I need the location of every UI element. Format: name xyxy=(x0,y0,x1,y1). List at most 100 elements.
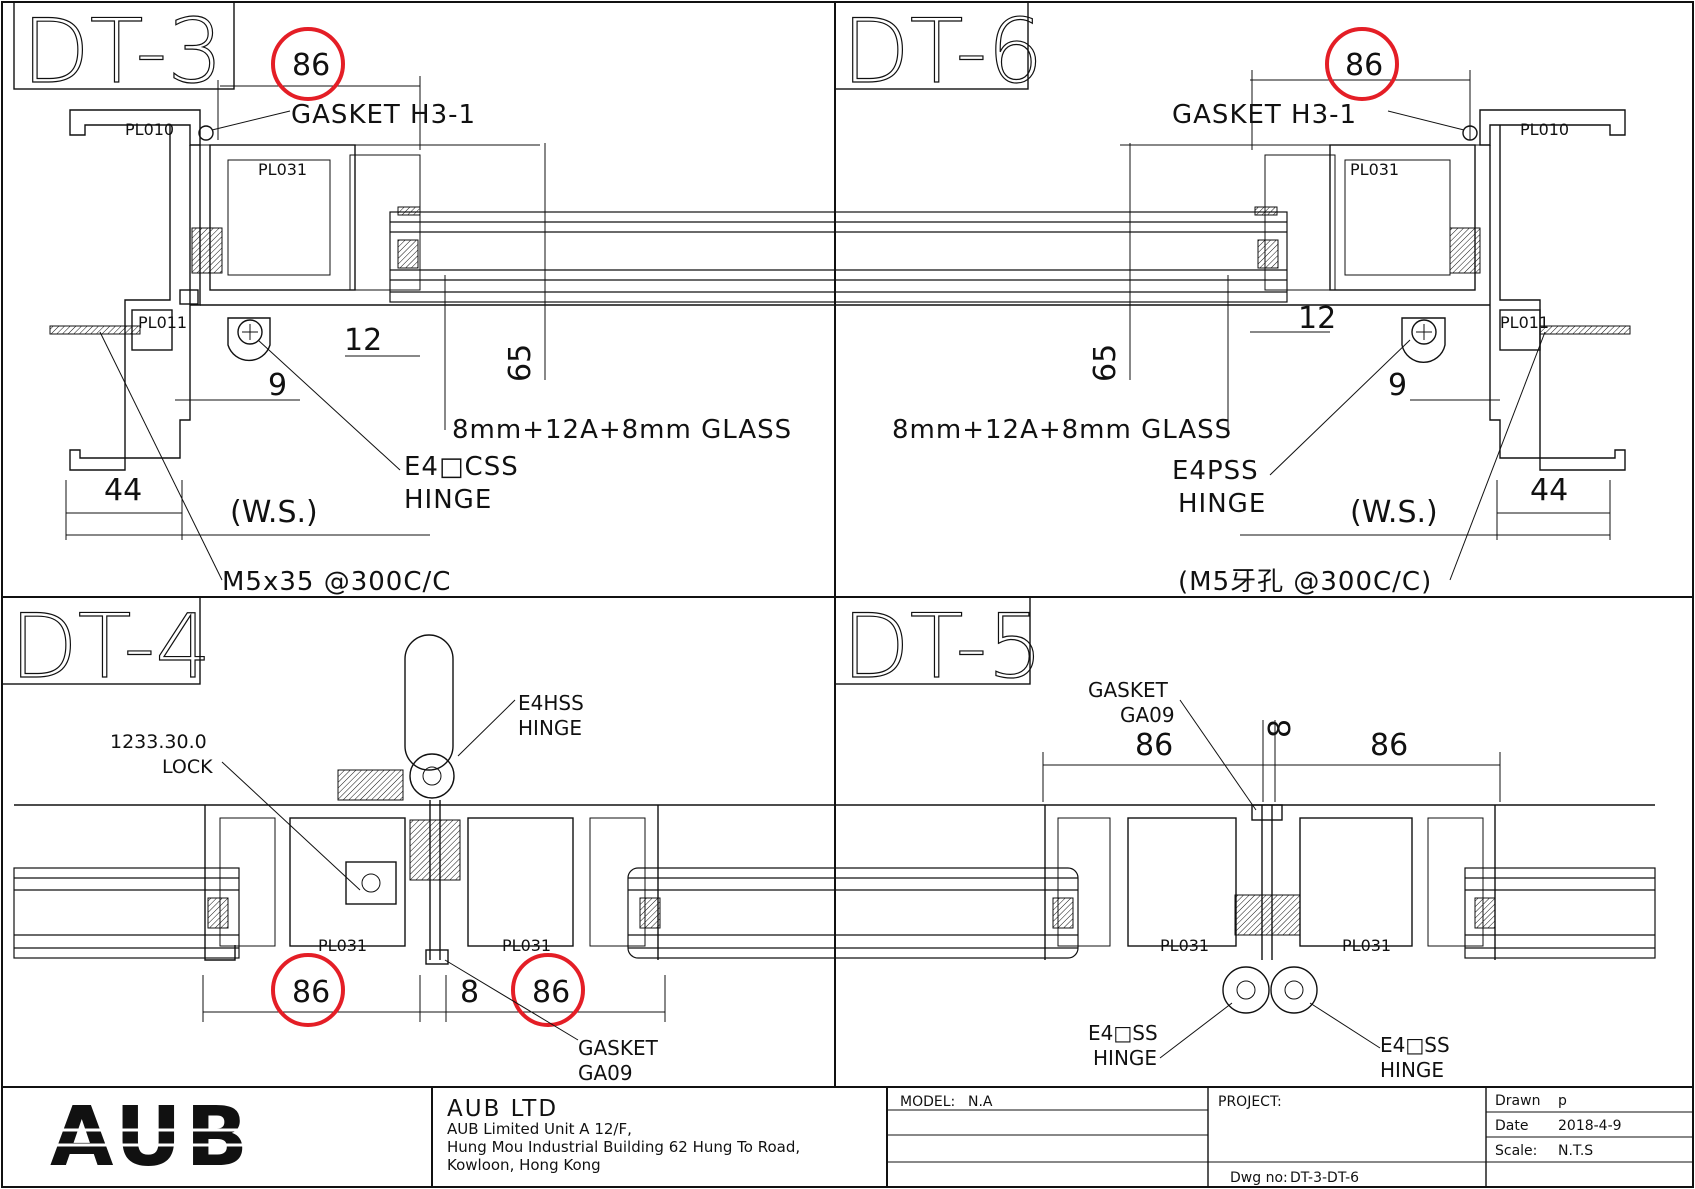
pl031-b-label-dt5: PL031 xyxy=(1342,936,1391,955)
date-label: Date xyxy=(1495,1118,1528,1134)
title-dt5: DT-5 xyxy=(842,595,1043,698)
dim-86-a-dt4: 86 xyxy=(292,975,330,1010)
title-dt6: DT-6 xyxy=(842,0,1043,103)
frame-top-lip xyxy=(69,109,201,146)
project-label: PROJECT: xyxy=(1218,1094,1282,1110)
address-line-3: Kowloon, Hong Kong xyxy=(447,1156,601,1174)
pl031-label-dt3: PL031 xyxy=(258,160,307,179)
pl011-label-dt6: PL011 xyxy=(1500,313,1549,332)
highlight-86-a-dt4 xyxy=(271,953,345,1027)
gasket-word-dt5: GASKET xyxy=(1088,678,1169,702)
dim-12-dt6: 12 xyxy=(1298,301,1336,336)
title-box-dt5 xyxy=(834,596,1031,685)
gasket-dt3 xyxy=(198,125,214,141)
frame-main xyxy=(69,125,191,471)
company-name: AUB LTD xyxy=(447,1096,558,1122)
title-box-dt3 xyxy=(13,1,235,90)
profile-inner-dt3 xyxy=(227,159,331,276)
aub-logo: AUB xyxy=(50,1090,300,1185)
pl031-b-label-dt4: PL031 xyxy=(502,936,551,955)
panel-dt3: DT-3 86 GASKET H3 xyxy=(13,0,836,597)
dim-86-a-dt5: 86 xyxy=(1135,728,1173,763)
hinge-code-dt4: E4HSS xyxy=(518,691,584,715)
model-value: N.A xyxy=(968,1094,993,1110)
dim-12-dt3: 12 xyxy=(344,323,382,358)
screw-dt6 xyxy=(1539,325,1631,335)
scale-label: Scale: xyxy=(1495,1143,1537,1159)
profile-box-dt5-a xyxy=(1127,817,1237,947)
title-box-dt4 xyxy=(1,596,201,685)
dim-65-dt6: 65 xyxy=(1088,344,1123,382)
drawn-label: Drawn xyxy=(1495,1093,1540,1109)
scale-value: N.T.S xyxy=(1558,1143,1593,1159)
hinge-word-dt3: HINGE xyxy=(404,485,492,515)
pl031-label-dt6: PL031 xyxy=(1350,160,1399,179)
hinge-right-dt5 xyxy=(1270,966,1318,1014)
frame-main-dt6 xyxy=(1489,125,1626,471)
glass-right-dt4 xyxy=(627,867,1079,959)
gasket-code-dt4: GA09 xyxy=(578,1061,633,1085)
dim-86-dt3: 86 xyxy=(292,48,330,83)
hinge-dt3 xyxy=(227,317,271,362)
drawn-value: p xyxy=(1558,1093,1567,1109)
gasket-word-dt4: GASKET xyxy=(578,1036,659,1060)
screw-label-dt6: (M5牙孔 @300C/C) xyxy=(1178,567,1432,597)
dim-44-dt6: 44 xyxy=(1530,473,1568,508)
handle-dt4 xyxy=(404,634,454,771)
dim-86-b-dt5: 86 xyxy=(1370,728,1408,763)
hinge-left-word-dt5: HINGE xyxy=(1093,1046,1157,1070)
hinge-code-dt6: E4PSS xyxy=(1172,456,1259,486)
hinge-dt6 xyxy=(1401,317,1446,364)
pl010-label-dt3: PL010 xyxy=(125,120,174,139)
highlight-86-b-dt4 xyxy=(511,953,585,1027)
frame-inner xyxy=(190,145,201,306)
dwg-label: Dwg no: xyxy=(1230,1170,1288,1186)
pl031-a-label-dt5: PL031 xyxy=(1160,936,1209,955)
screw-label-dt3: M5x35 @300C/C xyxy=(222,567,451,597)
dwg-value: DT-3-DT-6 xyxy=(1290,1170,1359,1186)
title-box-dt6 xyxy=(834,1,1029,90)
ws-label-dt6: (W.S.) xyxy=(1350,495,1438,530)
gasket-dt5 xyxy=(1251,804,1283,821)
spacer-dt3 xyxy=(397,239,419,269)
hinge-word-dt4: HINGE xyxy=(518,716,582,740)
panel-dt4: DT-4 1233.30.0 LOCK xyxy=(1,594,1079,1085)
hinge-word-dt6: HINGE xyxy=(1178,489,1266,519)
hinge-right-code-dt5: E4□SS xyxy=(1380,1033,1450,1057)
hinge-code-dt3: E4□CSS xyxy=(404,452,519,482)
address-line-2: Hung Mou Industrial Building 62 Hung To … xyxy=(447,1138,800,1156)
glass-label-dt3: 8mm+12A+8mm GLASS xyxy=(452,415,792,445)
model-label: MODEL: xyxy=(900,1094,955,1110)
dim-9-dt3: 9 xyxy=(268,368,287,403)
dim-8-dt4: 8 xyxy=(460,975,479,1010)
screw-dt3 xyxy=(49,325,141,335)
pl011-label-dt3: PL011 xyxy=(138,313,187,332)
dim-44-dt3: 44 xyxy=(104,473,142,508)
frame-top-lip-dt6 xyxy=(1479,109,1626,146)
hinge-left-code-dt5: E4□SS xyxy=(1088,1021,1158,1045)
title-dt3: DT-3 xyxy=(22,0,223,103)
fixing-dt3 xyxy=(191,227,223,274)
panel-dt5: DT-5 GASKET GA09 8 86 86 PL031 xyxy=(834,594,1656,1082)
glass-unit-dt3 xyxy=(389,211,836,303)
lock-word-dt4: LOCK xyxy=(162,756,213,778)
hinge-left-dt5 xyxy=(1222,966,1270,1014)
profile-box-dt4-a xyxy=(289,817,406,947)
highlight-86-dt3 xyxy=(271,27,345,101)
pl010-label-dt6: PL010 xyxy=(1520,120,1569,139)
glass-unit-dt6 xyxy=(834,211,1288,303)
pl031-a-label-dt4: PL031 xyxy=(318,936,367,955)
gasket-label-dt6: GASKET H3-1 xyxy=(1172,100,1357,130)
hinge-dt4 xyxy=(409,753,455,799)
hinge-right-word-dt5: HINGE xyxy=(1380,1058,1444,1082)
profile-box-dt5-b xyxy=(1299,817,1413,947)
address-line-1: AUB Limited Unit A 12/F, xyxy=(447,1120,632,1138)
gasket-label-dt3: GASKET H3-1 xyxy=(291,100,476,130)
gasket-code-dt5: GA09 xyxy=(1120,703,1175,727)
glass-left-dt4 xyxy=(13,867,240,959)
title-dt4: DT-4 xyxy=(10,595,211,698)
profile-box-dt4-b xyxy=(467,817,574,947)
dim-8-dt5: 8 xyxy=(1263,719,1298,738)
lock-code-dt4: 1233.30.0 xyxy=(110,731,207,753)
